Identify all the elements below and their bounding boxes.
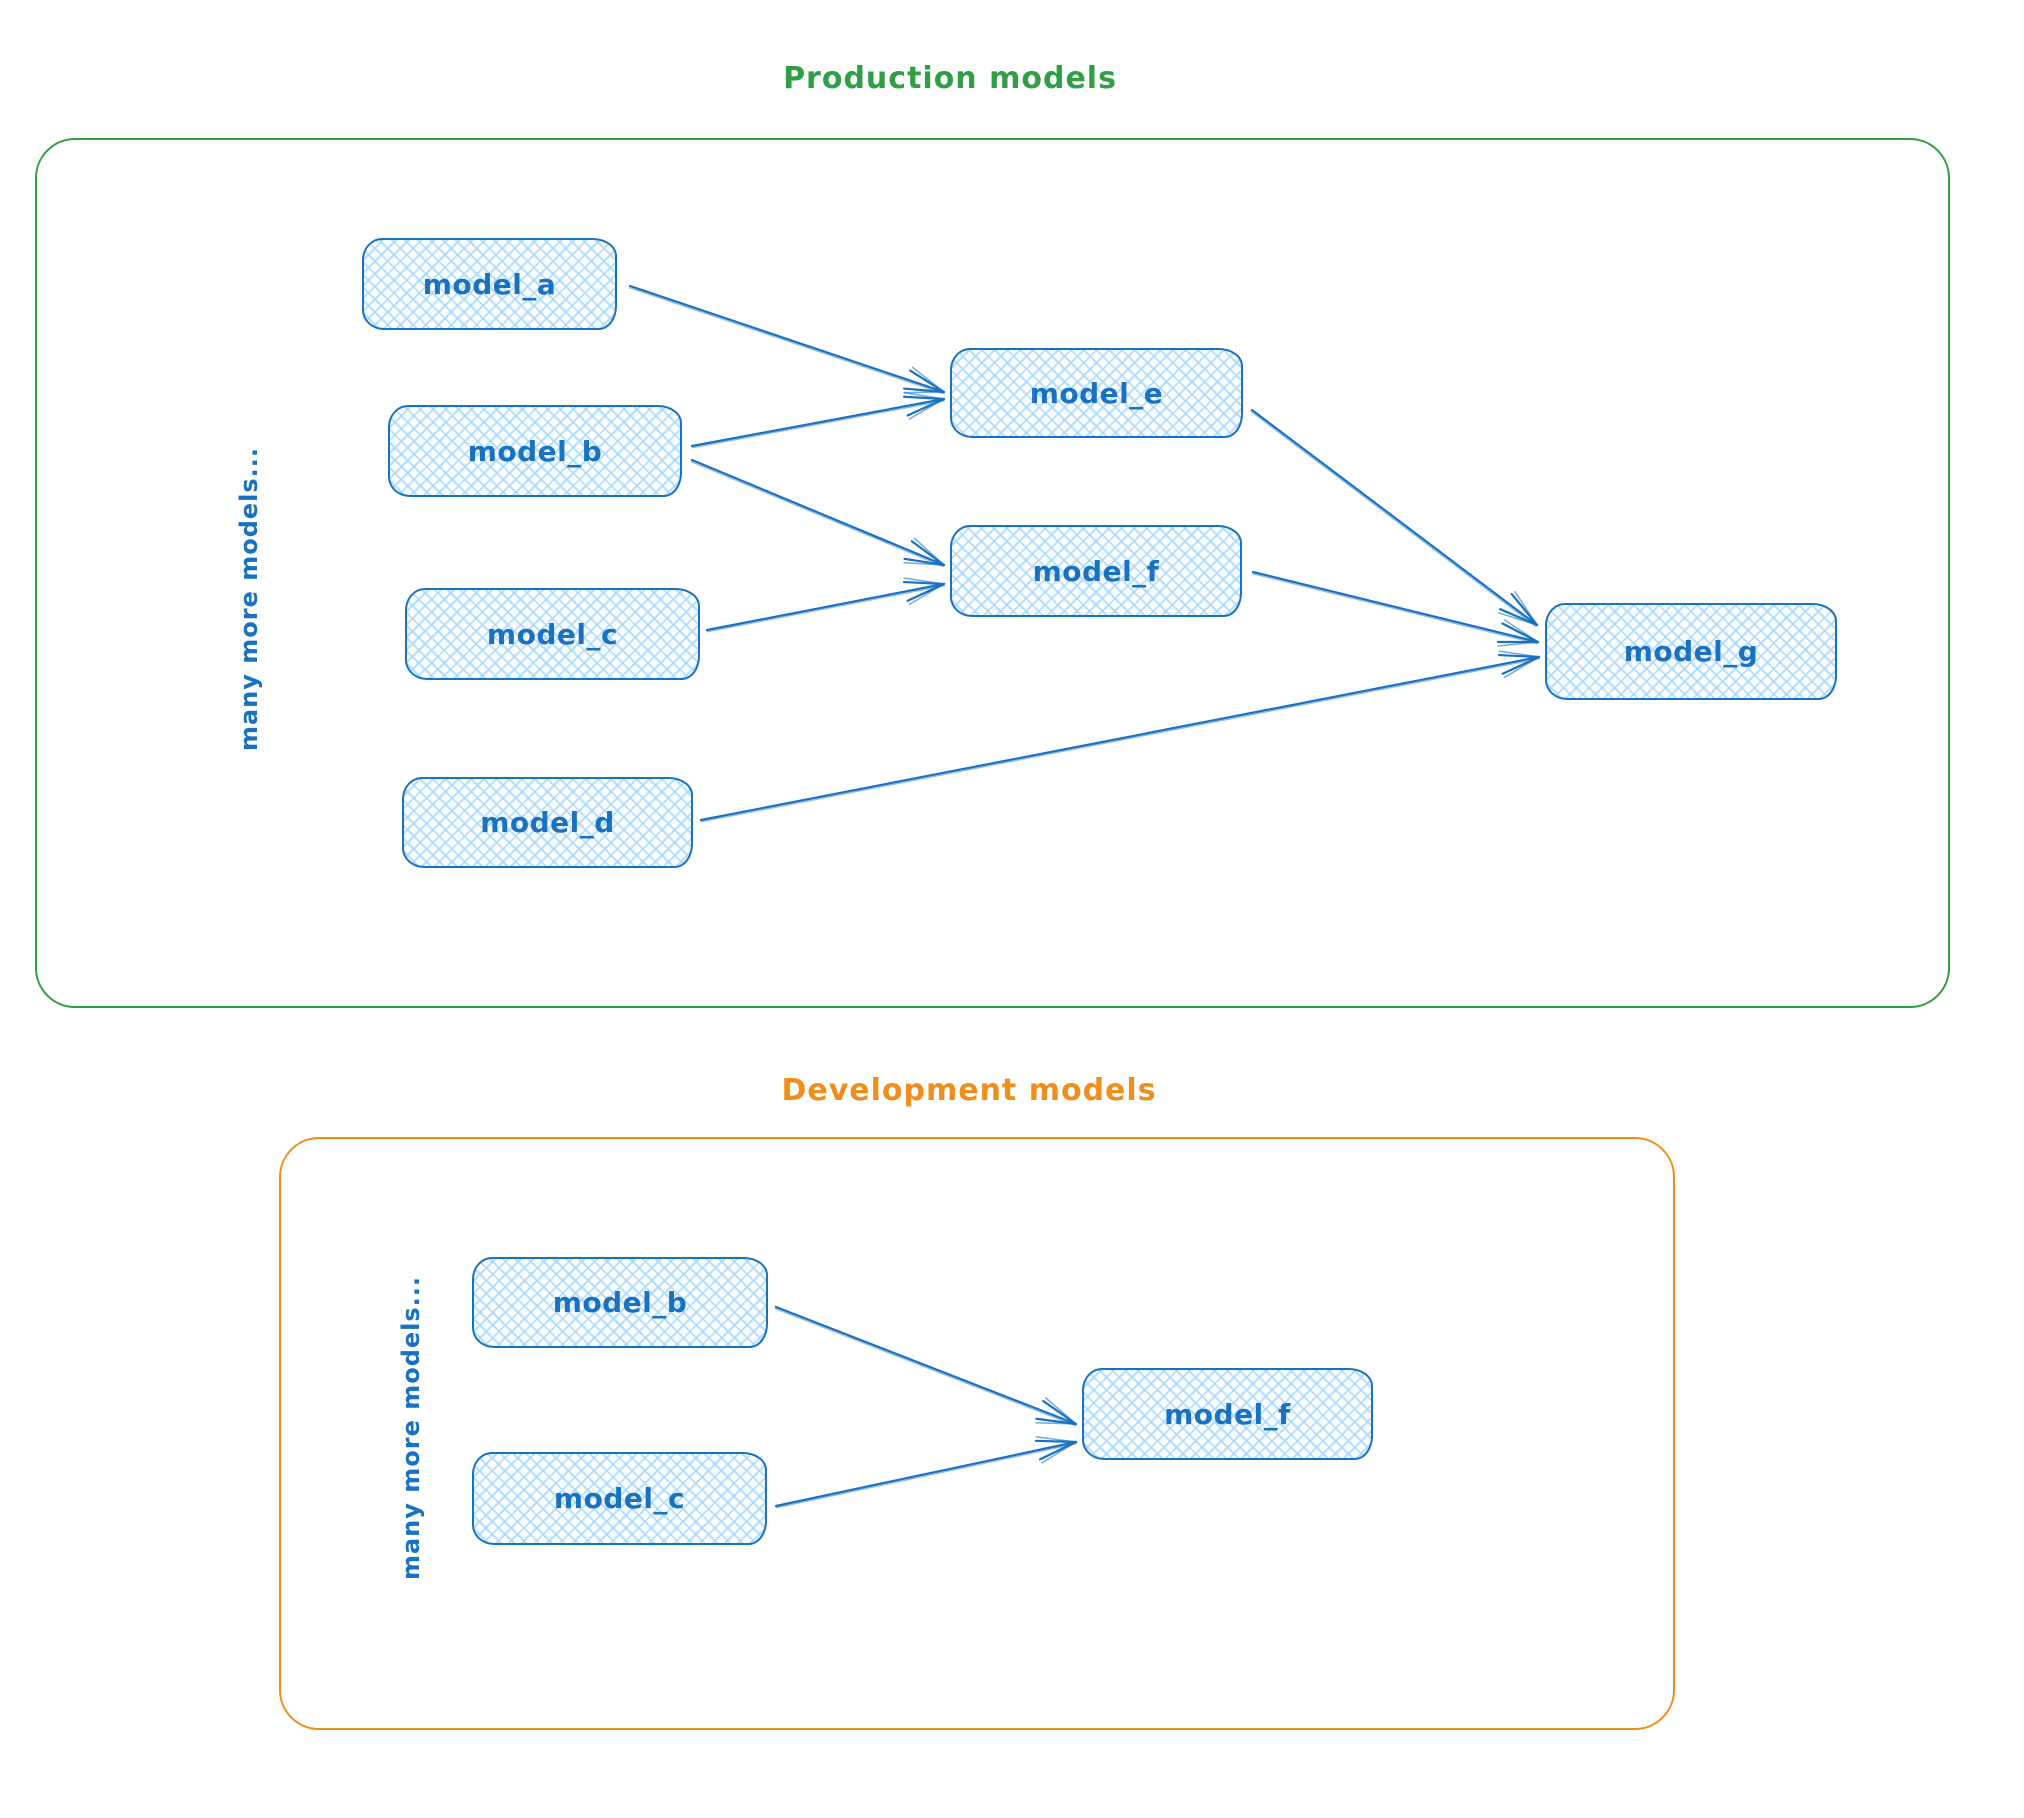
node-label-model_g: model_g [1623,635,1759,668]
node-development-model_c[interactable]: model_c [472,1452,767,1545]
arrow-production-model_a-to-model_e[interactable] [628,284,946,395]
node-production-model_d[interactable]: model_d [402,777,693,868]
arrow-production-model_e-to-model_g[interactable] [1250,408,1539,628]
node-label-model_e: model_e [1029,376,1164,410]
section-frame-production[interactable] [35,138,1950,1008]
side-label-development[interactable]: many more models... [397,1275,425,1581]
node-production-model_e[interactable]: model_e [950,348,1243,438]
section-frame-development[interactable] [279,1137,1675,1730]
arrow-development-model_c-to-model_f[interactable] [774,1436,1078,1509]
node-label-model_c: model_c [553,1482,686,1515]
node-label-model_f: model_f [1032,554,1160,588]
node-label-model_c: model_c [486,617,619,651]
node-label-model_a: model_a [422,267,557,301]
node-production-model_b[interactable]: model_b [388,405,682,497]
node-production-model_c[interactable]: model_c [405,588,700,680]
arrow-production-model_b-to-model_e[interactable] [690,392,946,449]
section-title-production[interactable]: Production models [783,61,1117,96]
node-production-model_a[interactable]: model_a [362,238,617,330]
arrow-production-model_f-to-model_g[interactable] [1251,570,1540,647]
arrow-development-model_b-to-model_f[interactable] [774,1305,1078,1427]
node-label-model_b: model_b [552,1286,688,1319]
side-label-production[interactable]: many more models... [235,446,263,752]
node-label-model_b: model_b [467,434,603,468]
node-label-model_d: model_d [480,806,615,839]
node-label-model_f: model_f [1164,1397,1291,1431]
section-title-development[interactable]: Development models [781,1073,1157,1108]
node-production-model_g[interactable]: model_g [1545,603,1837,700]
arrow-production-model_d-to-model_g[interactable] [699,650,1541,823]
arrow-production-model_b-to-model_f[interactable] [690,458,946,568]
node-development-model_f[interactable]: model_f [1082,1368,1373,1460]
node-development-model_b[interactable]: model_b [472,1257,768,1348]
arrow-production-model_c-to-model_f[interactable] [705,577,946,633]
node-production-model_f[interactable]: model_f [950,525,1242,617]
